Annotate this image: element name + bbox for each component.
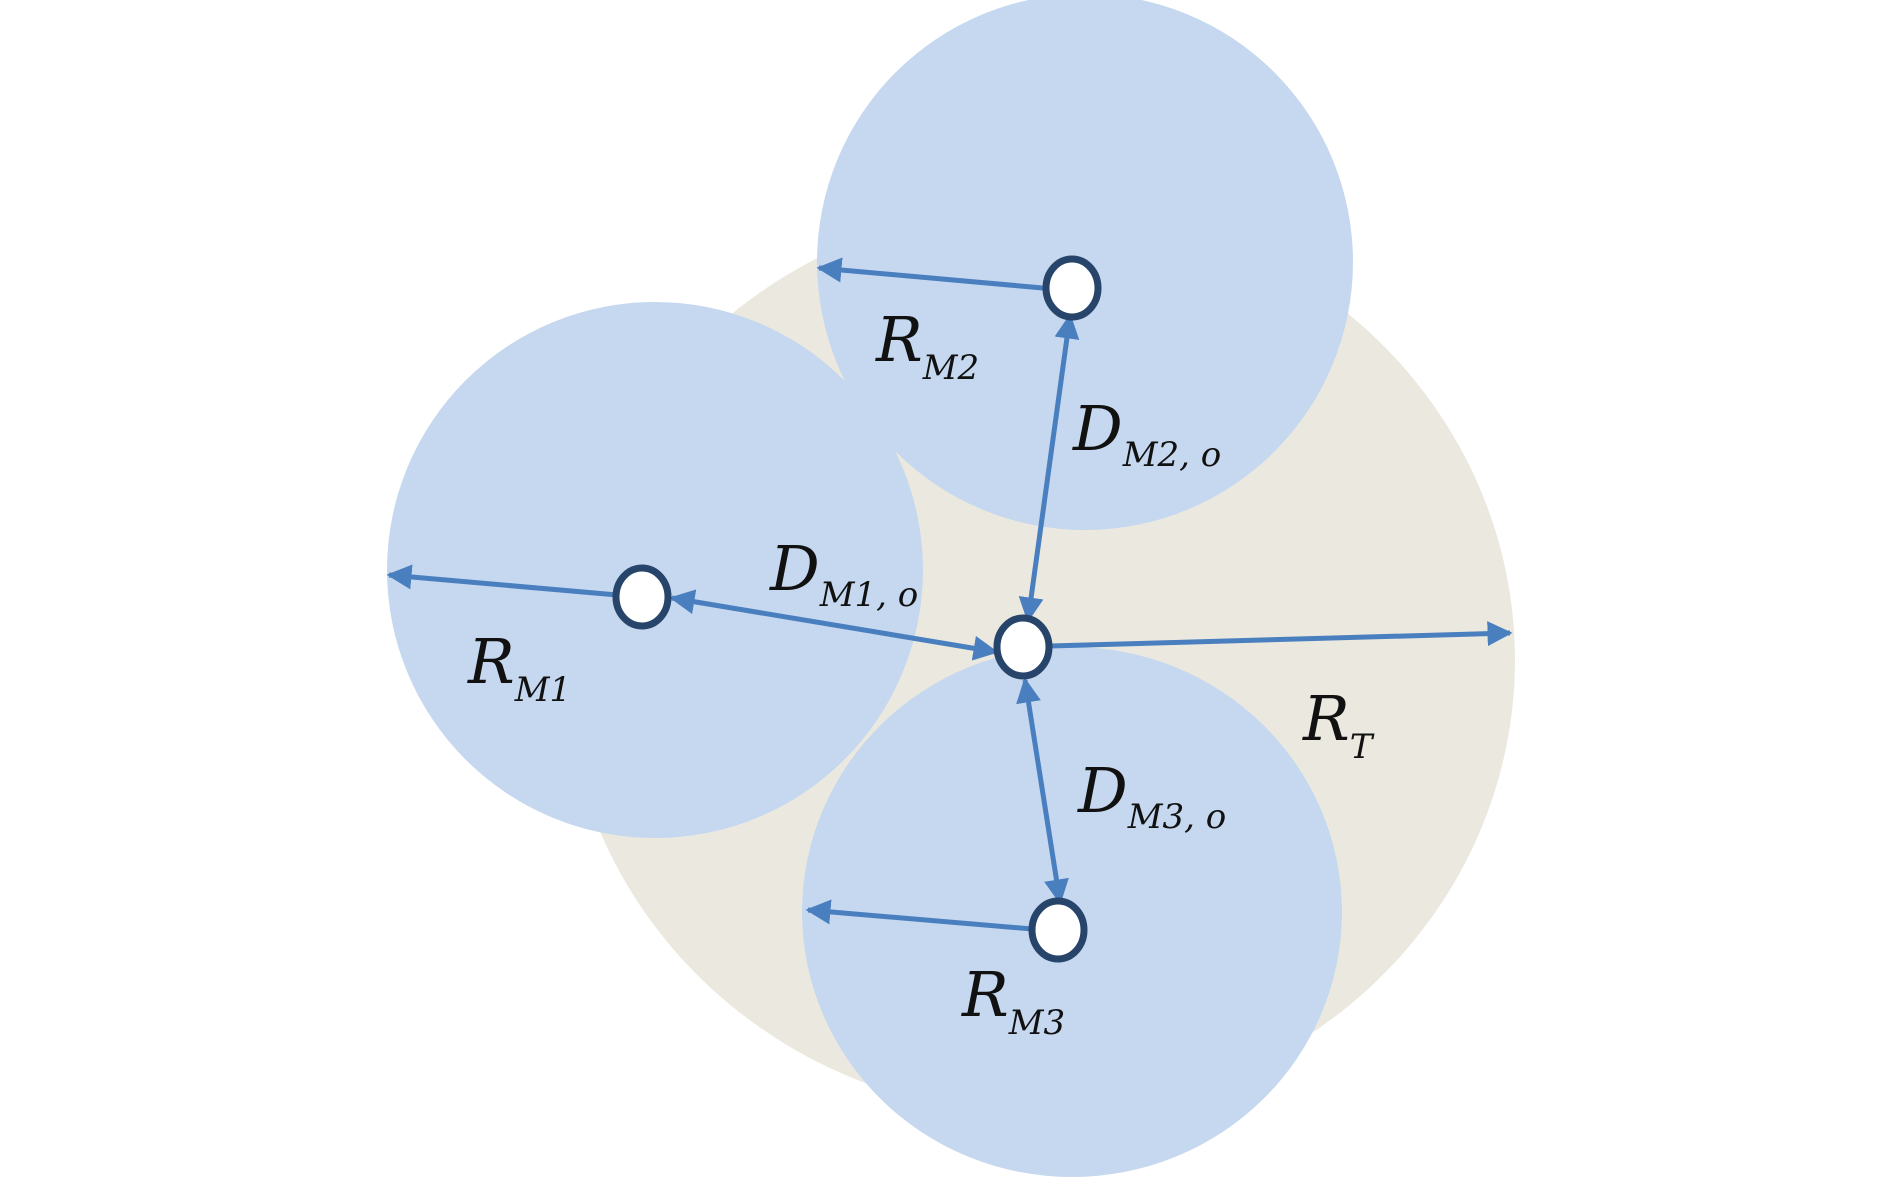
node-origin [993, 614, 1053, 680]
label-r-m2-sub: M2 [922, 348, 979, 388]
radius-arrow-m2 [816, 257, 1055, 292]
label-r-m3-sub: M3 [1008, 1003, 1065, 1043]
label-d-m3-o: DM3, o [1077, 754, 1226, 837]
label-d-m3-o-main: D [1077, 754, 1128, 827]
radius-arrow-m3 [805, 899, 1045, 933]
label-d-m1-o-main: D [769, 532, 820, 605]
label-r-m1-main: R [467, 625, 515, 698]
label-r-t-sub: T [1350, 727, 1375, 767]
distance-arrow-m1-o [669, 589, 999, 661]
label-r-m2: RM2 [875, 303, 979, 388]
distance-arrow-m2-o [1018, 313, 1080, 623]
label-r-m2-main: R [875, 303, 923, 376]
radius-arrow-m1 [386, 564, 641, 600]
label-r-t-main: R [1302, 682, 1350, 755]
label-r-m3: RM3 [961, 958, 1065, 1043]
label-d-m1-o-sub: M1, o [819, 575, 919, 615]
label-r-m3-main: R [961, 958, 1009, 1031]
node-m1 [612, 564, 672, 630]
label-d-m2-o-main: D [1072, 392, 1123, 465]
label-d-m2-o: DM2, o [1072, 392, 1221, 475]
label-d-m2-o-sub: M2, o [1122, 435, 1222, 475]
label-d-m1-o: DM1, o [769, 532, 918, 615]
label-d-m3-o-sub: M3, o [1127, 797, 1227, 837]
radius-arrow-total [1049, 621, 1513, 649]
label-r-m1: RM1 [467, 625, 571, 710]
label-r-t: RT [1302, 682, 1375, 767]
label-r-m1-sub: M1 [514, 670, 571, 710]
node-m3 [1028, 897, 1088, 963]
distance-arrow-m3-o [1016, 677, 1069, 905]
node-m2 [1042, 255, 1102, 321]
